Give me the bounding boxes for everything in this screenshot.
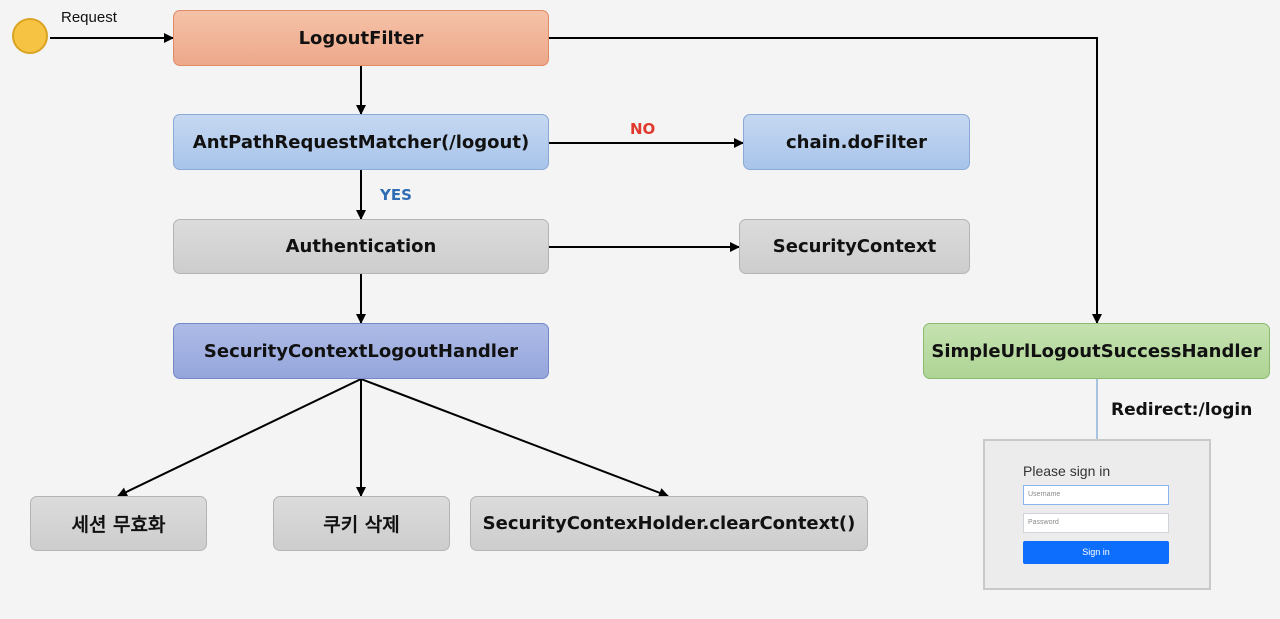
edge-logoutfilter-to-successhandler <box>549 37 1102 324</box>
sign-in-button[interactable]: Sign in <box>1023 541 1169 564</box>
ant-path-matcher-node: AntPathRequestMatcher(/logout) <box>173 114 549 170</box>
edge-handler-to-clearcontext <box>360 378 669 498</box>
simple-url-logout-success-handler-node: SimpleUrlLogoutSuccessHandler <box>923 323 1270 379</box>
redirect-label: Redirect:/login <box>1111 400 1253 420</box>
password-input[interactable]: Password <box>1023 513 1169 533</box>
username-input[interactable]: Username <box>1023 485 1169 505</box>
chain-dofilter-node: chain.doFilter <box>743 114 970 170</box>
yes-label: YES <box>380 186 412 204</box>
request-start-circle <box>12 18 48 54</box>
no-label: NO <box>630 120 656 138</box>
security-context-logout-handler-node: SecurityContextLogoutHandler <box>173 323 549 379</box>
request-label: Request <box>61 9 117 26</box>
security-context-node: SecurityContext <box>739 219 970 274</box>
cookie-delete-node: 쿠키 삭제 <box>273 496 450 551</box>
session-invalidate-node: 세션 무효화 <box>30 496 207 551</box>
login-title: Please sign in <box>1023 463 1111 479</box>
clear-context-node: SecurityContexHolder.clearContext() <box>470 496 868 551</box>
logout-filter-node: LogoutFilter <box>173 10 549 66</box>
authentication-node: Authentication <box>173 219 549 274</box>
edge-handler-to-session <box>117 378 362 497</box>
login-form-preview: Please sign in Username Password Sign in <box>983 439 1211 590</box>
